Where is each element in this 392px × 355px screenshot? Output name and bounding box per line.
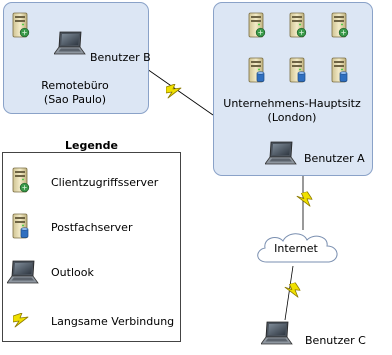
legend-title: Legende <box>65 139 118 152</box>
client-access-server-icon <box>11 12 31 40</box>
legend-item-label: Postfachserver <box>51 221 133 234</box>
mailbox-server-icon <box>247 57 267 85</box>
legend-item-label: Langsame Verbindung <box>51 315 175 328</box>
client-access-server-icon <box>288 12 308 40</box>
legend-box: Legende Clientzugriffsserver Postfachser… <box>2 139 181 342</box>
client-access-server-icon <box>247 12 267 40</box>
mailbox-server-icon <box>11 213 31 241</box>
headquarters-name: Unternehmens-Hauptsitz <box>223 97 361 110</box>
legend-item-label: Clientzugriffsserver <box>51 176 159 189</box>
lightning-icon <box>13 313 30 329</box>
internet-user-c-link <box>284 265 294 321</box>
laptop-icon <box>261 320 293 346</box>
remote-office-location: (Sao Paulo) <box>43 93 107 106</box>
user-b-label: Benutzer B <box>90 51 151 64</box>
lightning-icon <box>166 84 183 100</box>
internet-label: Internet <box>274 242 318 255</box>
remote-office-name: Remotebüro <box>41 79 109 92</box>
user-a-label: Benutzer A <box>304 152 365 165</box>
laptop-icon <box>54 30 86 56</box>
client-access-server-icon <box>11 167 31 195</box>
laptop-icon <box>265 140 297 166</box>
legend-item-label: Outlook <box>51 266 94 279</box>
laptop-icon <box>7 259 39 285</box>
user-c-label: Benutzer C <box>305 334 366 347</box>
mailbox-server-icon <box>288 57 308 85</box>
wan-link-remote-hq <box>146 68 214 116</box>
mailbox-server-icon <box>330 57 350 85</box>
internet-cloud-icon <box>251 228 345 270</box>
client-access-server-icon <box>330 12 350 40</box>
headquarters-location: (London) <box>267 111 317 124</box>
